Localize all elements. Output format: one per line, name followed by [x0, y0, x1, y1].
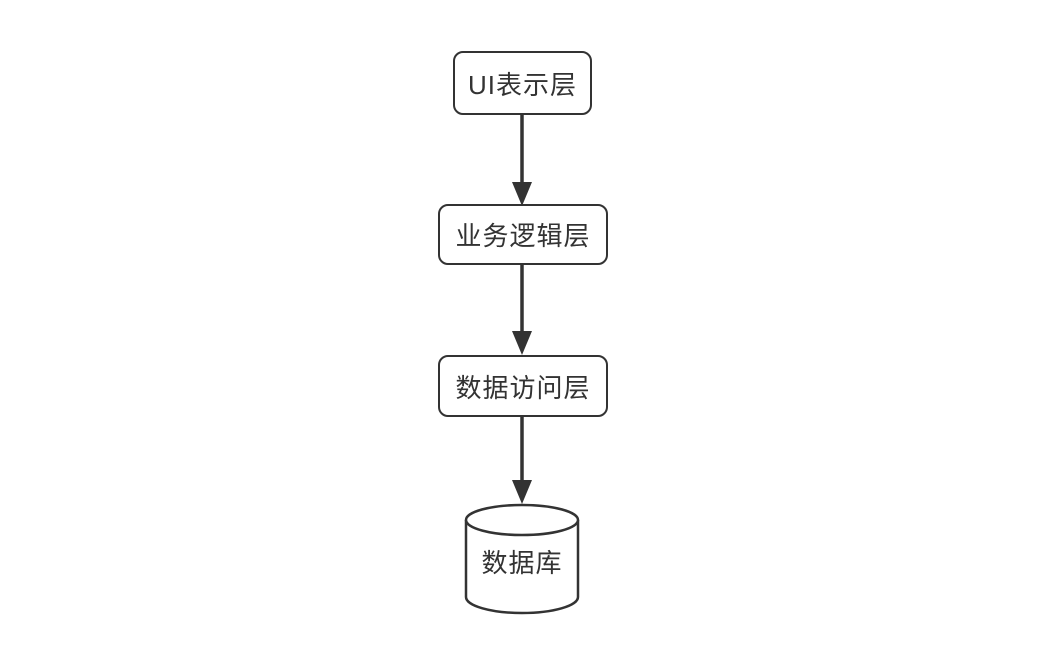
- node-database-label: 数据库: [481, 548, 563, 578]
- node-ui-layer-label: UI表示层: [467, 69, 577, 100]
- arrow-business-to-dataaccess: [512, 263, 532, 355]
- database-cylinder-shape: [464, 503, 580, 615]
- node-ui-layer: UI表示层: [453, 51, 592, 115]
- node-business-layer: 业务逻辑层: [438, 204, 608, 265]
- arrow-ui-to-business: [512, 115, 532, 206]
- node-data-access-layer: 数据访问层: [438, 355, 608, 417]
- node-business-layer-label: 业务逻辑层: [455, 221, 591, 251]
- arrow-dataaccess-to-database: [512, 415, 532, 504]
- node-data-access-layer-label: 数据访问层: [455, 372, 591, 403]
